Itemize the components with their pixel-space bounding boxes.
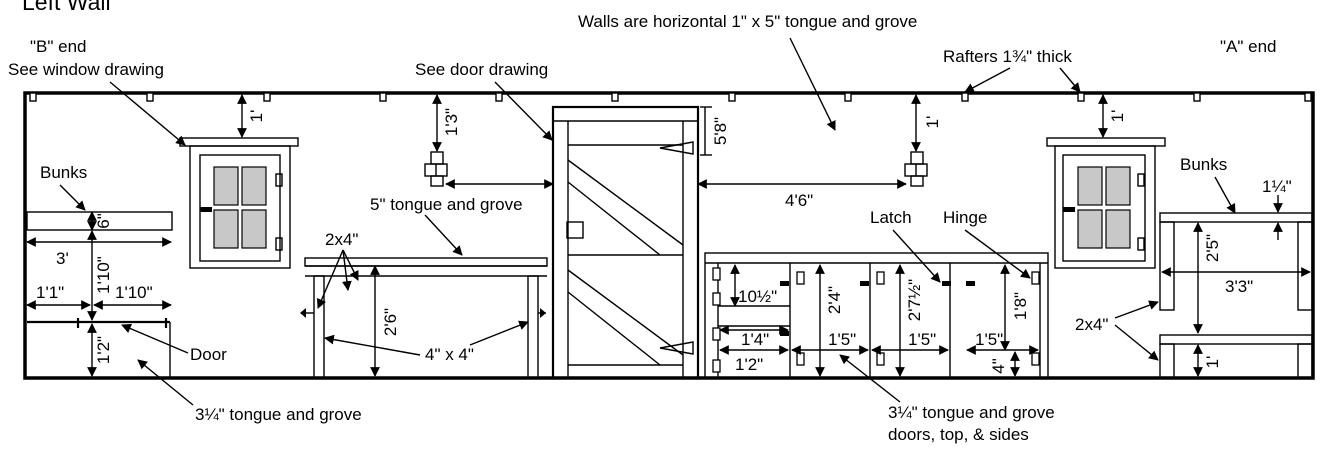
table — [300, 257, 548, 379]
svg-text:1': 1' — [1108, 110, 1127, 123]
svg-text:10½": 10½" — [738, 287, 777, 306]
lumber-2x4-right-label: 2x4" — [1075, 315, 1108, 334]
svg-text:1'10": 1'10" — [94, 256, 113, 294]
bunks-right — [1159, 212, 1313, 379]
svg-text:1': 1' — [1203, 356, 1222, 369]
tongue-grove-314-right-label: 3¼" tongue and grove — [888, 403, 1055, 422]
window-right — [1046, 137, 1166, 269]
svg-text:4'6": 4'6" — [785, 191, 813, 210]
svg-text:3': 3' — [56, 249, 69, 268]
diagram-title: Left Wall — [22, 0, 111, 15]
svg-text:3'3": 3'3" — [1225, 277, 1253, 296]
tongue-grove-314-left-label: 3¼" tongue and grove — [195, 405, 362, 424]
svg-text:1'10": 1'10" — [115, 283, 153, 302]
svg-text:1'8": 1'8" — [1011, 292, 1030, 320]
bunks-right-label: Bunks — [1180, 155, 1227, 174]
door-label: Door — [190, 345, 227, 364]
svg-text:1': 1' — [247, 110, 266, 123]
bunks-left-label: Bunks — [40, 163, 87, 182]
svg-text:1'2": 1'2" — [94, 336, 113, 364]
see-window-label: See window drawing — [8, 60, 164, 79]
rafter-markers — [29, 92, 1312, 102]
svg-text:1'5": 1'5" — [975, 330, 1003, 349]
svg-text:1'4": 1'4" — [741, 330, 769, 349]
svg-text:5'8": 5'8" — [711, 117, 730, 145]
see-door-label: See door drawing — [415, 60, 548, 79]
svg-text:1': 1' — [923, 116, 942, 129]
lamp-right — [904, 151, 928, 187]
svg-text:1'5": 1'5" — [828, 330, 856, 349]
walls-note: Walls are horizontal 1" x 5" tongue and … — [578, 12, 917, 31]
cabinet — [704, 252, 1049, 379]
dimension-lines — [26, 94, 1311, 377]
svg-text:1'2": 1'2" — [735, 355, 763, 374]
label-leaders — [59, 37, 1236, 406]
svg-text:1¼": 1¼" — [1262, 177, 1292, 196]
dimension-labels: 1' 1'3" 5'8" 1' 1' 4'6" 6" 3' 1'10" 1'1"… — [36, 108, 1292, 374]
tongue-grove-5-label: 5" tongue and grove — [370, 195, 523, 214]
door — [551, 105, 700, 380]
svg-text:2'6": 2'6" — [381, 308, 400, 336]
post-4x4-label: 4" x 4" — [425, 345, 474, 364]
svg-text:1'3": 1'3" — [442, 108, 461, 136]
a-end-label: "A" end — [1220, 37, 1277, 56]
svg-text:2'5": 2'5" — [1203, 234, 1222, 262]
svg-text:2'7½": 2'7½" — [905, 279, 924, 321]
tongue-grove-314-right-label-2: doors, top, & sides — [888, 425, 1029, 444]
b-end-label: "B" end — [30, 37, 87, 56]
lumber-2x4-left-label: 2x4" — [325, 230, 358, 249]
rafters-label: Rafters 1¾" thick — [943, 47, 1072, 66]
svg-text:4": 4" — [989, 358, 1008, 374]
svg-text:6": 6" — [94, 213, 113, 229]
window-left — [179, 137, 299, 269]
cabinet-latches — [780, 281, 975, 336]
latch-label: Latch — [870, 208, 912, 227]
lamp-left — [424, 151, 448, 187]
svg-text:2'4": 2'4" — [825, 286, 844, 314]
bunks-left — [26, 211, 173, 378]
hinge-label: Hinge — [943, 208, 987, 227]
svg-text:1'1": 1'1" — [36, 283, 64, 302]
svg-text:1'5": 1'5" — [908, 330, 936, 349]
